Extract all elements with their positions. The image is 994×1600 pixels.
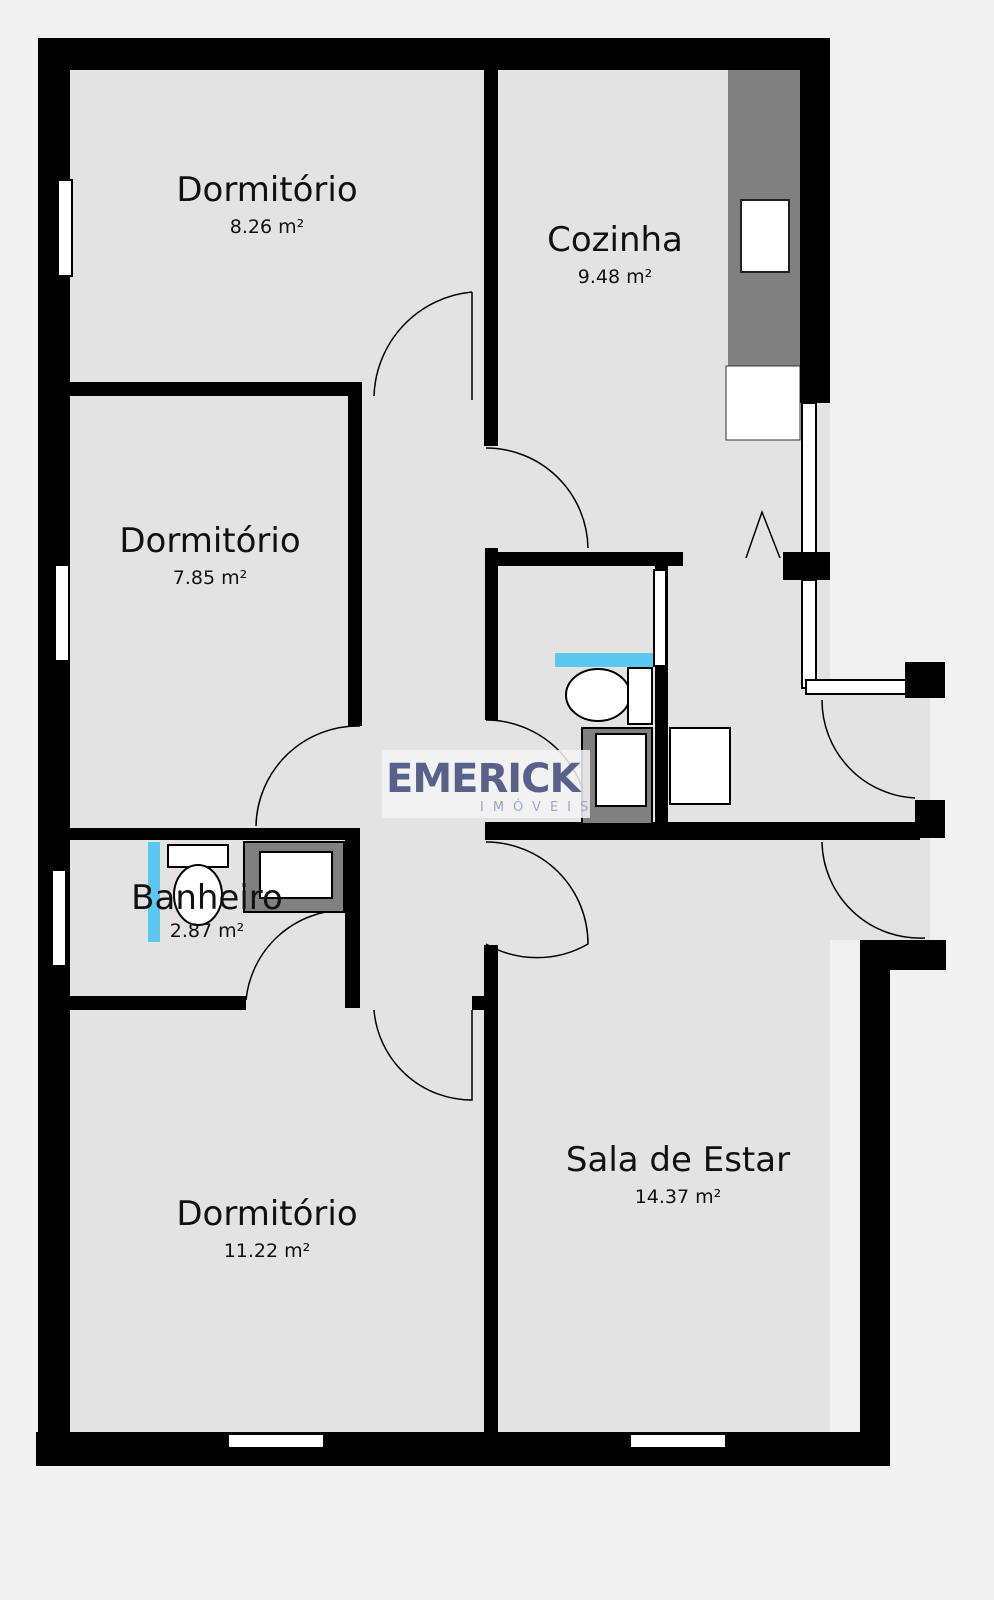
- room-banheiro: Banheiro 2.87 m²: [131, 878, 283, 942]
- toilet-icon: [565, 668, 631, 722]
- room-dormitorio-1: Dormitório 8.26 m²: [176, 170, 357, 238]
- watermark-logo: EMERICK IMÓVEIS: [382, 750, 590, 818]
- room-area: 11.22 m²: [223, 1240, 311, 1262]
- door-swings: [245, 291, 926, 1101]
- room-dormitorio-2: Dormitório 7.85 m²: [119, 521, 300, 589]
- room-dormitorio-3: Dormitório 11.22 m²: [176, 1194, 357, 1262]
- bathroom-fixtures: [167, 667, 731, 926]
- bath-fixture-blue: [555, 653, 653, 667]
- room-name: Dormitório: [119, 521, 301, 561]
- room-sala-de-estar: Sala de Estar 14.37 m²: [566, 1140, 790, 1208]
- room-name: Sala de Estar: [565, 1140, 791, 1180]
- room-cozinha: Cozinha 9.48 m²: [547, 220, 683, 288]
- room-area: 14.37 m²: [634, 1186, 722, 1208]
- room-name: Dormitório: [176, 1194, 358, 1234]
- windows: [51, 179, 907, 1449]
- walls: [36, 38, 946, 1466]
- room-area: 9.48 m²: [577, 266, 653, 288]
- kitchen-sink-icon: [740, 199, 790, 273]
- room-name: Cozinha: [547, 220, 683, 260]
- watermark-sub: IMÓVEIS: [480, 800, 598, 815]
- kitchen-appliance: [725, 365, 801, 441]
- room-area: 8.26 m²: [229, 216, 305, 238]
- room-area: 7.85 m²: [172, 567, 248, 589]
- room-name: Banheiro: [131, 878, 283, 918]
- room-area: 2.87 m²: [169, 920, 245, 942]
- room-name: Dormitório: [176, 170, 358, 210]
- banheiro-fixture-blue: [148, 842, 160, 942]
- watermark-brand: EMERICK: [386, 756, 580, 802]
